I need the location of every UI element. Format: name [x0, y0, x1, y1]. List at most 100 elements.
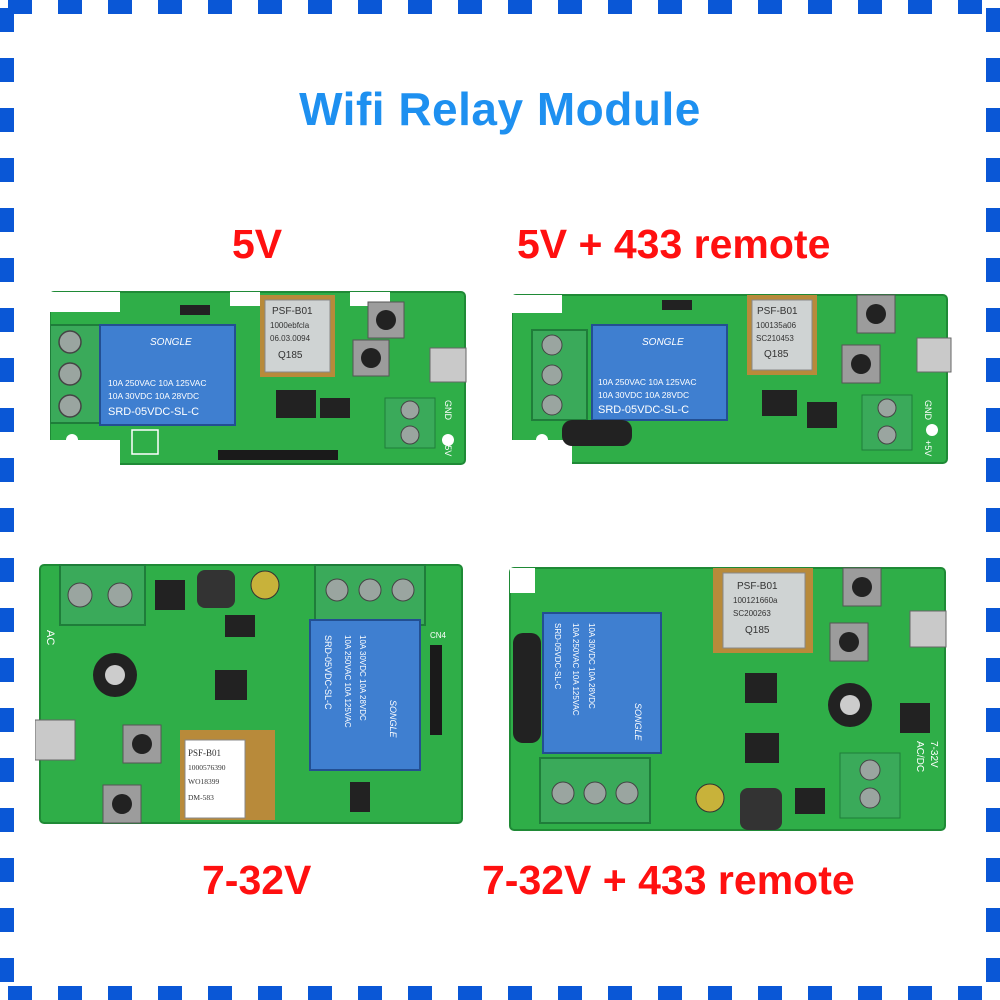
- border-dash: [808, 0, 832, 14]
- label-7-32v: 7-32V: [202, 857, 312, 903]
- border-dash: [986, 158, 1000, 182]
- border-dash: [0, 808, 14, 832]
- board-5v: SONGLE 10A 250VAC 10A 125VAC 10A 30VDC 1…: [50, 290, 470, 470]
- label-5v: 5V: [232, 221, 283, 267]
- module-code: SC210453: [756, 334, 794, 343]
- border-dash: [408, 0, 432, 14]
- border-dash: [8, 986, 32, 1000]
- module-name: PSF-B01: [188, 748, 221, 758]
- border-dash: [458, 986, 482, 1000]
- page-title: Wifi Relay Module: [299, 83, 701, 135]
- border-dash: [986, 208, 1000, 232]
- border-dash: [0, 8, 14, 32]
- border-dash: [0, 658, 14, 682]
- border-dash: [0, 708, 14, 732]
- border-dash: [0, 958, 14, 982]
- border-dash: [986, 608, 1000, 632]
- border-dash: [558, 986, 582, 1000]
- border-dash: [986, 858, 1000, 882]
- relay-rating-1: 10A 250VAC 10A 125VAC: [108, 378, 206, 388]
- relay-rating-1: 10A 250VAC 10A 125VAC: [598, 377, 696, 387]
- relay-brand: SONGLE: [388, 700, 398, 739]
- border-dash: [708, 986, 732, 1000]
- border-dash: [258, 986, 282, 1000]
- border-dash: [108, 986, 132, 1000]
- border-dash: [986, 8, 1000, 32]
- module-name: PSF-B01: [757, 306, 798, 317]
- border-dash: [0, 858, 14, 882]
- border-dash: [58, 0, 82, 14]
- module-serial: 100135a06: [756, 321, 797, 330]
- pin-cn4: CN4: [430, 631, 447, 640]
- label-7-32v-433-remote: 7-32V + 433 remote: [482, 857, 855, 903]
- border-dash: [858, 986, 882, 1000]
- module-batch: Q185: [745, 625, 770, 636]
- border-dash: [308, 0, 332, 14]
- border-dash: [958, 986, 982, 1000]
- border-dash: [0, 408, 14, 432]
- module-name: PSF-B01: [272, 306, 313, 317]
- border-dash: [908, 986, 932, 1000]
- border-dash: [0, 758, 14, 782]
- module-batch: Q185: [278, 350, 303, 361]
- border-dash: [986, 708, 1000, 732]
- border-dash: [0, 508, 14, 532]
- border-dash: [608, 0, 632, 14]
- border-dash: [558, 0, 582, 14]
- border-dash: [0, 158, 14, 182]
- border-dash: [758, 0, 782, 14]
- border-dash: [208, 986, 232, 1000]
- relay-rating-1: 10A 250VAC 10A 125VAC: [571, 623, 580, 716]
- border-dash: [8, 0, 32, 14]
- border-dash: [208, 0, 232, 14]
- border-dash: [986, 808, 1000, 832]
- border-dash: [808, 986, 832, 1000]
- pin-7-32v: 7-32V: [928, 741, 939, 768]
- module-name: PSF-B01: [737, 581, 778, 592]
- border-dash: [708, 0, 732, 14]
- border-dash: [0, 558, 14, 582]
- border-dash: [958, 0, 982, 14]
- relay-brand: SONGLE: [150, 337, 192, 348]
- pin-gnd: GND: [923, 400, 933, 421]
- module-serial: 1000ebfcla: [270, 321, 310, 330]
- border-dash: [658, 986, 682, 1000]
- border-dash: [758, 986, 782, 1000]
- relay-model: SRD-05VDC-SL-C: [108, 406, 199, 418]
- border-dash: [908, 0, 932, 14]
- relay-7-32v-433: SRD-05VDC-SL-C 10A 250VAC 10A 125VAC 10A…: [542, 612, 662, 754]
- relay-brand: SONGLE: [642, 337, 684, 348]
- border-dash: [858, 0, 882, 14]
- border-dash: [0, 358, 14, 382]
- border-dash: [986, 458, 1000, 482]
- border-dash: [658, 0, 682, 14]
- relay-rating-2: 10A 30VDC 10A 28VDC: [108, 391, 199, 401]
- border-dash: [986, 508, 1000, 532]
- border-dash: [0, 258, 14, 282]
- relay-rating-2: 10A 30VDC 10A 28VDC: [598, 390, 689, 400]
- pin-acdc: AC/DC: [914, 741, 925, 772]
- module-code: WO18399: [188, 777, 219, 786]
- border-dash: [608, 986, 632, 1000]
- relay-rating-2: 10A 30VDC 10A 28VDC: [587, 623, 596, 709]
- border-dash: [508, 986, 532, 1000]
- relay-model: SRD-05VDC-SL-C: [323, 635, 333, 710]
- border-dash: [0, 308, 14, 332]
- border-dash: [986, 658, 1000, 682]
- border-dash: [986, 908, 1000, 932]
- border-dash: [0, 908, 14, 932]
- relay-rating-2: 10A 30VDC 10A 28VDC: [358, 635, 367, 721]
- border-dash: [986, 358, 1000, 382]
- border-dash: [308, 986, 332, 1000]
- module-batch: DM-583: [188, 793, 214, 802]
- border-dash: [0, 58, 14, 82]
- pin-gnd: GND: [443, 400, 453, 421]
- pin-ac: AC: [44, 630, 56, 645]
- relay-5v: SONGLE 10A 250VAC 10A 125VAC 10A 30VDC 1…: [99, 324, 236, 426]
- border-dash: [358, 986, 382, 1000]
- border-dash: [258, 0, 282, 14]
- border-dash: [58, 986, 82, 1000]
- border-dash: [158, 0, 182, 14]
- border-dash: [408, 986, 432, 1000]
- border-dash: [986, 308, 1000, 332]
